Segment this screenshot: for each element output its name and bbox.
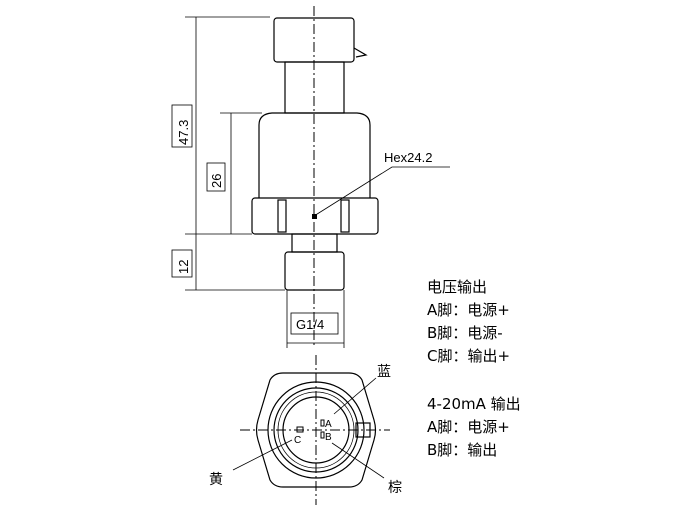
bottom-view: A B C 蓝 黄 棕	[209, 355, 402, 505]
pin-c-label: C	[294, 435, 301, 446]
voltage-pin-a: A脚：电源+	[427, 301, 510, 319]
thread-length-label: 12	[176, 260, 191, 274]
wire-brown-label: 棕	[388, 480, 402, 496]
pin-a-label: A	[325, 419, 332, 430]
wire-blue-label: 蓝	[377, 364, 391, 380]
pin-b-label: B	[325, 432, 332, 443]
wire-yellow-label: 黄	[209, 471, 223, 488]
hex-outline	[255, 372, 377, 488]
current-pin-a: A脚：电源+	[427, 418, 510, 436]
current-output-title: 4-20mA 输出	[427, 395, 521, 413]
thread	[284, 251, 345, 291]
body-height-label: 26	[209, 174, 224, 188]
side-view: Hex24.2	[251, 6, 450, 348]
connector-latch	[353, 47, 368, 58]
overall-height-label: 47.3	[176, 120, 191, 145]
current-pin-b: B脚：输出	[427, 441, 498, 459]
voltage-pin-b: B脚：电源-	[427, 324, 503, 342]
dimension-lines: 47.3 26 12 G1/4	[171, 16, 344, 344]
voltage-pin-c: C脚：输出+	[427, 347, 511, 365]
key-tab	[355, 422, 371, 438]
voltage-output-title: 电压输出	[427, 278, 488, 296]
hex-size-label: Hex24.2	[384, 150, 432, 165]
thread-label: G1/4	[296, 317, 324, 332]
body	[258, 112, 371, 198]
